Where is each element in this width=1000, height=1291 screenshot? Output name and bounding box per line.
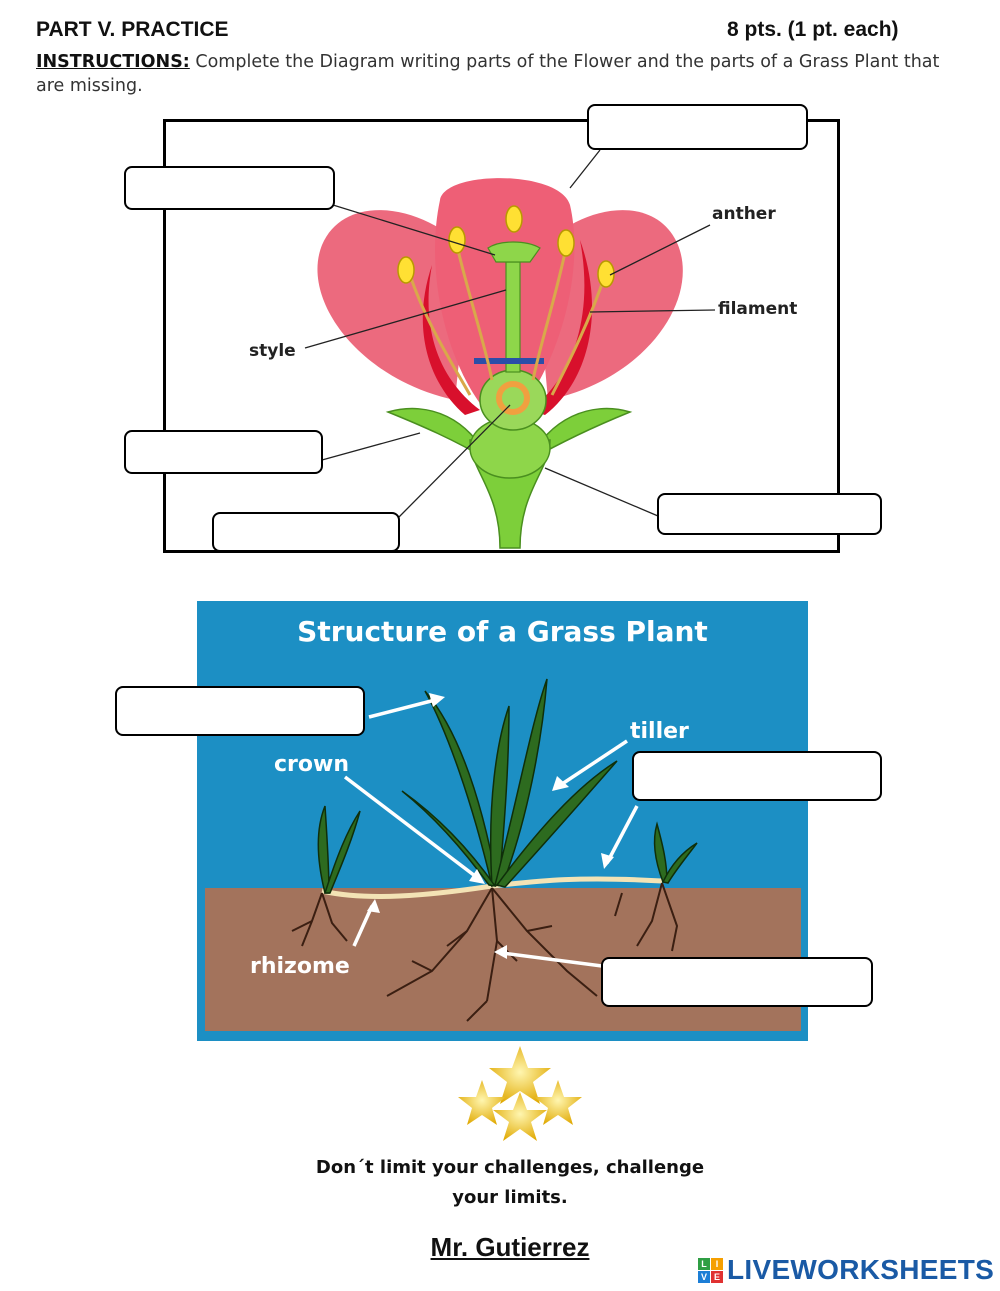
anthers — [397, 205, 615, 288]
grass-answer-box-3[interactable] — [601, 957, 873, 1007]
roots — [291, 882, 679, 1022]
instructions-label: INSTRUCTIONS: — [36, 52, 190, 72]
teacher-name: Mr. Gutierrez — [430, 1232, 590, 1262]
petal-shading-right — [530, 240, 593, 415]
flower-diagram — [304, 149, 716, 549]
petal-shading-left — [422, 265, 480, 415]
flower-answer-box-2[interactable] — [124, 166, 335, 210]
part-title: PART V. PRACTICE — [36, 18, 229, 41]
flower-answer-box-1[interactable] — [587, 104, 808, 150]
liveworksheets-brand: L I V E LIVEWORKSHEETS — [698, 1252, 994, 1288]
stigma — [487, 241, 541, 263]
style-part — [505, 261, 521, 373]
instructions-text: Complete the Diagram writing parts of th… — [36, 52, 940, 96]
label-anther: anther — [712, 204, 776, 224]
flower-leader-lines — [304, 149, 716, 519]
label-filament: filament — [718, 299, 798, 319]
motto: Don´t limit your challenges, challenge y… — [250, 1153, 770, 1213]
stars-icon — [458, 1046, 582, 1141]
grass-arrows — [343, 697, 639, 968]
ovary — [479, 369, 547, 431]
flower-answer-box-3[interactable] — [124, 430, 323, 474]
label-tiller: tiller — [630, 719, 689, 744]
liveworksheets-wordmark: LIVEWORKSHEETS — [727, 1254, 995, 1285]
grass-answer-box-1[interactable] — [115, 686, 365, 736]
motto-line-1: Don´t limit your challenges, challenge — [315, 1157, 705, 1178]
points-label: 8 pts. (1 pt. each) — [727, 18, 899, 41]
liveworksheets-logo-icon: L I V E — [698, 1257, 723, 1283]
motto-line-2: your limits. — [452, 1187, 568, 1208]
ovule — [496, 381, 530, 415]
grass-answer-box-2[interactable] — [632, 751, 882, 801]
flower-answer-box-4[interactable] — [212, 512, 400, 552]
label-style: style — [249, 341, 296, 361]
style-band — [474, 358, 544, 364]
grass-blades — [317, 678, 698, 894]
instructions: INSTRUCTIONS: Complete the Diagram writi… — [36, 50, 956, 98]
flower-answer-box-5[interactable] — [657, 493, 882, 535]
filaments — [408, 247, 607, 396]
flower-diagram-frame — [163, 119, 840, 553]
label-rhizome: rhizome — [250, 954, 350, 979]
label-crown: crown — [274, 752, 349, 777]
grass-arrowheads — [367, 693, 614, 959]
grass-diagram-title: Structure of a Grass Plant — [297, 615, 708, 648]
